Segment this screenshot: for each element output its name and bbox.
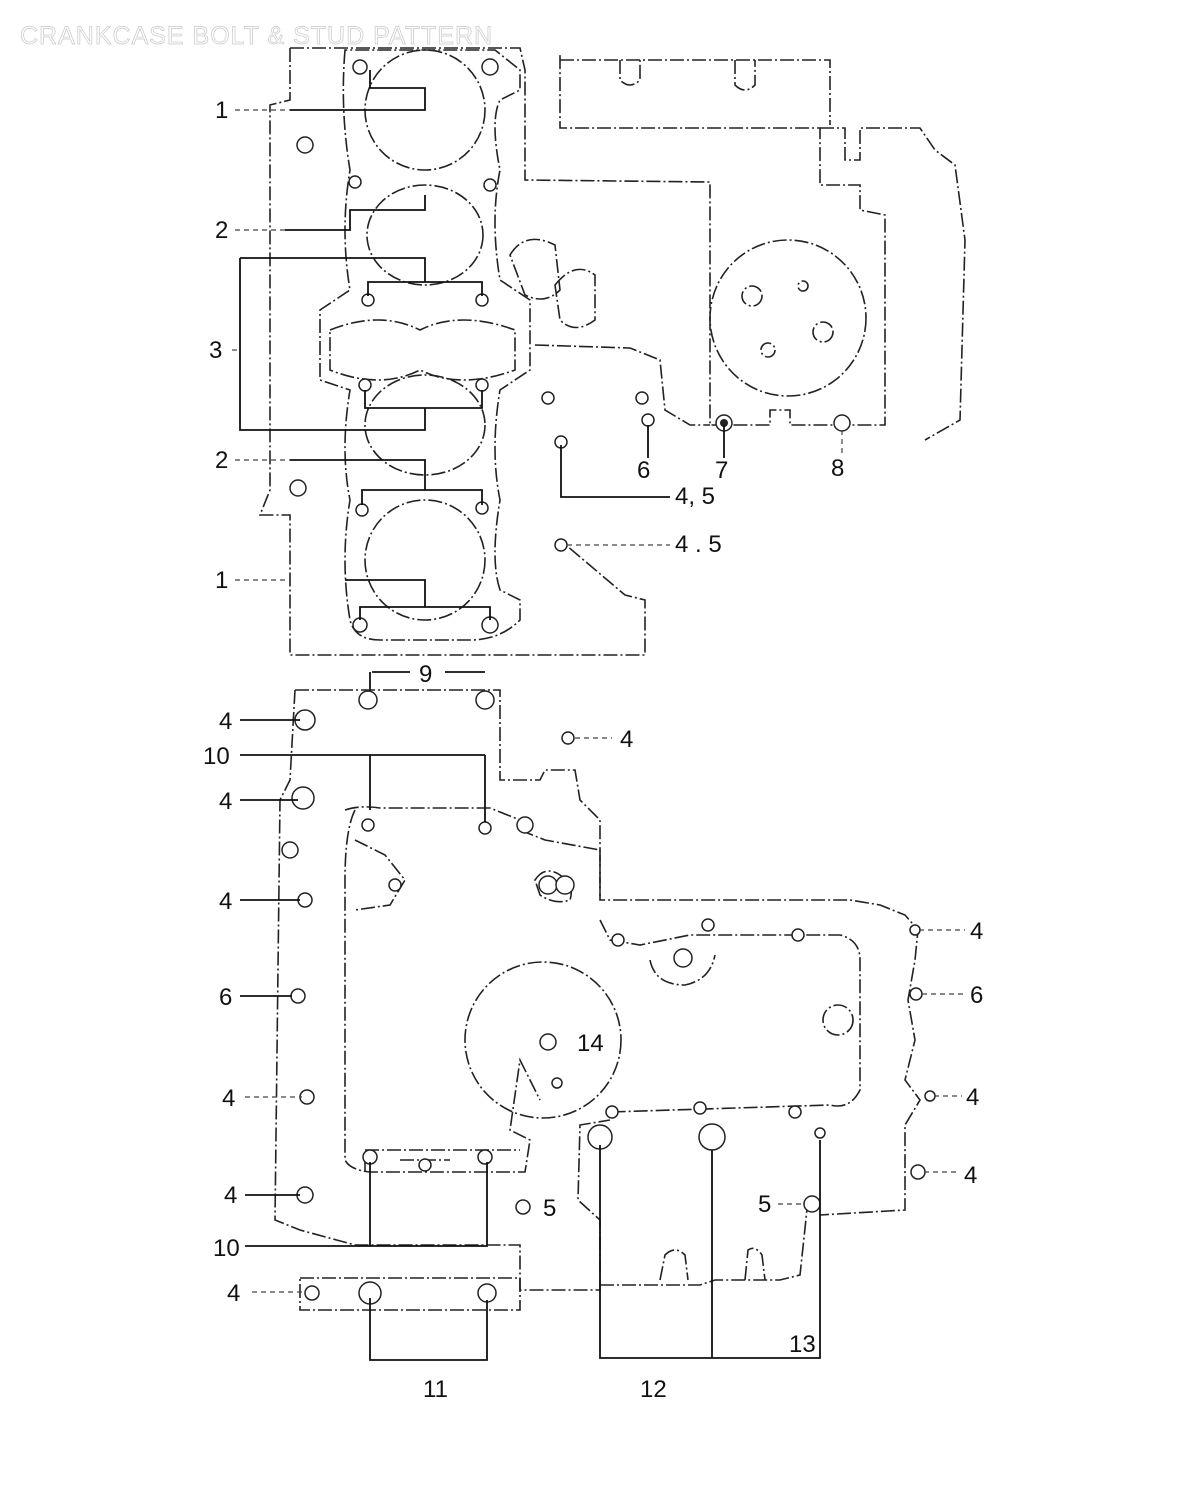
callout-label: 2 xyxy=(215,217,228,244)
callout-label: 10 xyxy=(213,1235,240,1262)
callout-label: 4 xyxy=(620,726,633,753)
callout-label: 4 xyxy=(219,788,232,815)
callout-label: 5 xyxy=(758,1191,771,1218)
callout-label: 4 . 5 xyxy=(675,531,722,558)
callout-label: 4 xyxy=(964,1162,977,1189)
callout-label: 6 xyxy=(219,984,232,1011)
lower-crankcase-outline xyxy=(274,689,921,1311)
callout-label: 13 xyxy=(789,1331,816,1358)
callout-label: 3 xyxy=(209,337,222,364)
callout-label: 4 xyxy=(227,1280,240,1307)
callout-label: 8 xyxy=(831,455,844,482)
callout-label: 12 xyxy=(640,1376,667,1403)
callout-label: 4 xyxy=(222,1085,235,1112)
callout-label: 4 xyxy=(224,1182,237,1209)
callout-label: 4 xyxy=(219,888,232,915)
callout-label: 5 xyxy=(543,1195,556,1222)
callout-label: 14 xyxy=(577,1030,604,1057)
callout-label: 1 xyxy=(215,97,228,124)
callout-label: 4 xyxy=(966,1084,979,1111)
callout-label: 4, 5 xyxy=(675,483,715,510)
diagram-title: CRANKCASE BOLT & STUD PATTERN xyxy=(20,22,494,51)
callout-label: 7 xyxy=(715,457,728,484)
callout-label: 10 xyxy=(203,743,230,770)
upper-callout-labels: 1 2 3 2 1 6 7 8 4, 5 4 . 5 9 xyxy=(209,97,844,688)
callout-label: 2 xyxy=(215,447,228,474)
callout-label: 11 xyxy=(423,1376,448,1403)
callout-label: 6 xyxy=(970,982,983,1009)
callout-label: 4 xyxy=(219,708,232,735)
callout-label: 4 xyxy=(970,918,983,945)
lower-bolts xyxy=(281,690,936,1305)
upper-leaders xyxy=(232,70,843,692)
upper-crankcase-outline xyxy=(258,47,966,656)
callout-label: 1 xyxy=(215,567,228,594)
callout-label: 6 xyxy=(637,457,650,484)
upper-bolts xyxy=(289,58,851,634)
lower-callout-labels: 4 10 4 4 4 6 4 4 10 4 5 14 4 6 4 4 5 13 … xyxy=(203,708,983,1403)
callout-label: 9 xyxy=(419,661,432,688)
lower-leaders xyxy=(240,719,965,1361)
